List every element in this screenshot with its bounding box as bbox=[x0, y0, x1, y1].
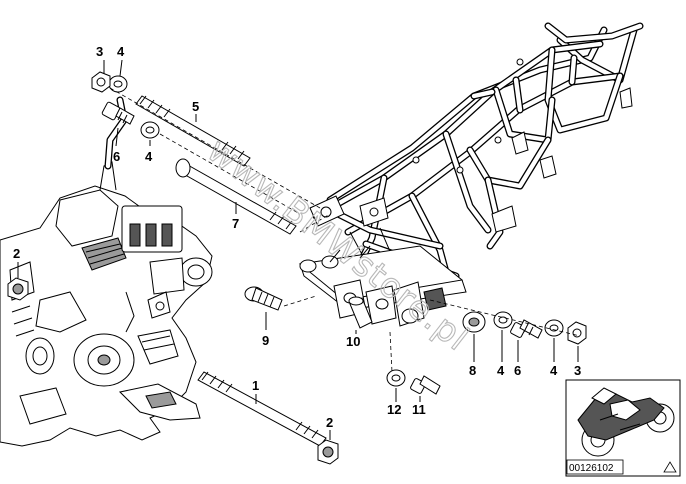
callout-4: 4 bbox=[145, 149, 153, 164]
sleeve-10-drawing bbox=[348, 296, 373, 329]
engine-block-drawing bbox=[0, 96, 213, 447]
bolt-7-drawing bbox=[175, 158, 297, 235]
bushing-8-drawing bbox=[462, 311, 486, 333]
washer-4-d-drawing bbox=[544, 319, 564, 337]
callout-1: 1 bbox=[252, 378, 259, 393]
callout-10: 10 bbox=[346, 334, 360, 349]
motorcycle-icon bbox=[577, 387, 675, 457]
long-bolt-1-drawing bbox=[197, 371, 327, 447]
callout-2: 2 bbox=[13, 246, 20, 261]
callout-12: 12 bbox=[387, 402, 401, 417]
callout-4: 4 bbox=[117, 44, 125, 59]
callout-labels: 3 4 5 6 4 7 2 9 10 8 4 6 4 3 1 12 11 2 bbox=[13, 44, 581, 430]
callout-9: 9 bbox=[262, 333, 269, 348]
assembly-lines bbox=[17, 59, 581, 440]
callout-3: 3 bbox=[574, 363, 581, 378]
corner-arrow-icon bbox=[663, 461, 677, 473]
callout-8: 8 bbox=[469, 363, 476, 378]
callout-7: 7 bbox=[232, 216, 239, 231]
nut-2-b-drawing bbox=[317, 439, 339, 465]
bolt-6-right-drawing bbox=[510, 319, 543, 339]
callout-2: 2 bbox=[326, 415, 333, 430]
nut-3-b-drawing bbox=[567, 321, 587, 345]
callout-5: 5 bbox=[192, 99, 199, 114]
washer-4-c-drawing bbox=[493, 311, 513, 329]
washer-12-drawing bbox=[386, 369, 406, 387]
bolt-11-drawing bbox=[410, 375, 441, 395]
nut-3-a-drawing bbox=[91, 71, 111, 93]
long-bolt-5-drawing bbox=[135, 95, 251, 167]
callout-3: 3 bbox=[96, 44, 103, 59]
image-id-box bbox=[566, 459, 624, 475]
bolt-9-drawing bbox=[244, 286, 283, 311]
motorcycle-inset: 00126102 bbox=[565, 379, 681, 477]
image-id: 00126102 bbox=[569, 463, 614, 474]
bolt-6-upper-drawing bbox=[101, 101, 135, 125]
callout-4: 4 bbox=[497, 363, 505, 378]
nut-2-a-drawing bbox=[7, 277, 29, 301]
callout-11: 11 bbox=[412, 402, 426, 417]
callout-6: 6 bbox=[113, 149, 120, 164]
callout-6: 6 bbox=[514, 363, 521, 378]
callout-4: 4 bbox=[550, 363, 558, 378]
washer-4-a-drawing bbox=[108, 75, 128, 93]
washer-4-b-drawing bbox=[140, 121, 160, 139]
